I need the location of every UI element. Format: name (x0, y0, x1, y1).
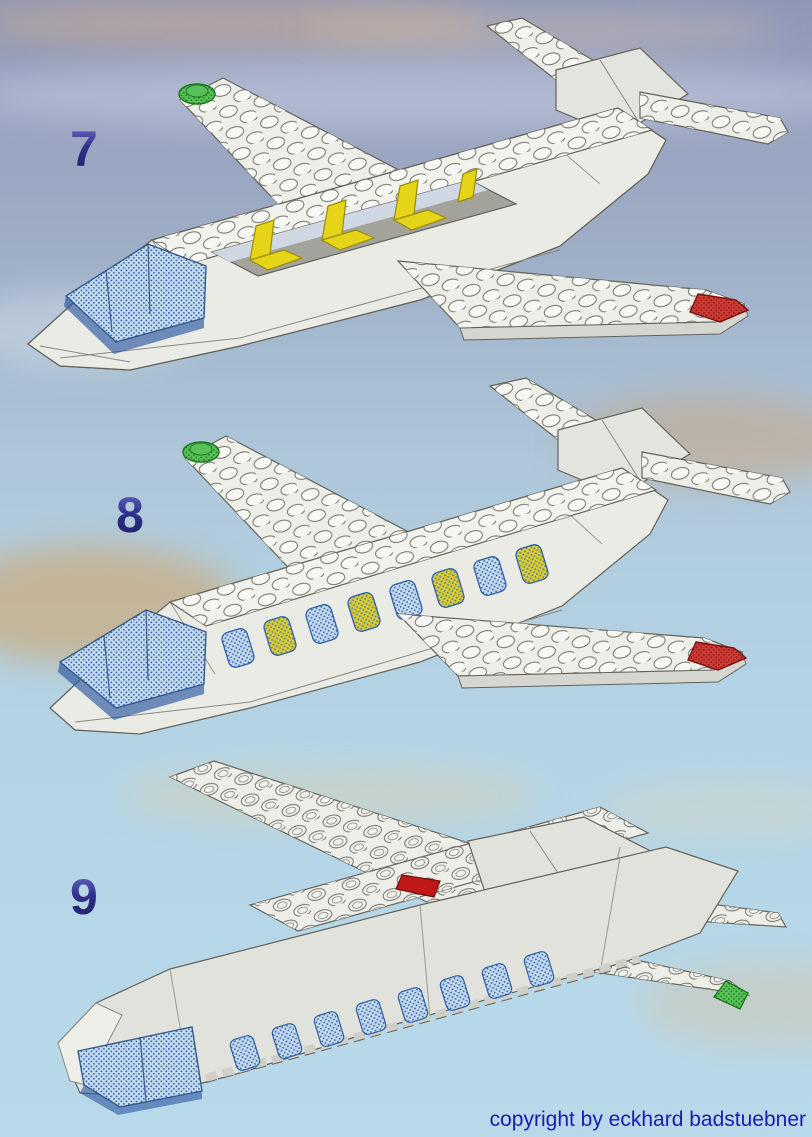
tail-facet-line (599, 59, 641, 125)
cockpit-dark-band (64, 296, 204, 354)
roof-rail (188, 954, 642, 1088)
cabin-window (347, 592, 381, 632)
cabin-window (523, 951, 555, 987)
passenger-seat (392, 179, 448, 231)
cabin-windows (221, 544, 549, 668)
cabin-windows (229, 951, 555, 1071)
cabin-far-wall (212, 180, 488, 262)
plane-illustration-step-8 (49, 377, 791, 735)
plane-illustration-step-7 (27, 17, 789, 371)
roof-rail-outline (189, 962, 641, 1088)
right-wing-studs (398, 261, 744, 328)
open-cabin (210, 168, 518, 277)
cabin-window (431, 568, 465, 608)
belly-line-2 (39, 345, 131, 363)
passenger-seat (248, 219, 304, 271)
cockpit-canopy (64, 243, 207, 354)
right-wing-edge (457, 651, 747, 689)
cabin-window (313, 1011, 345, 1047)
nav-light-green-top (189, 442, 213, 456)
cabin-window (221, 628, 255, 668)
nav-light-red (687, 641, 748, 671)
step-number-7: 7 (70, 121, 98, 177)
cabin-window (439, 975, 471, 1011)
right-wing-edge (459, 303, 749, 341)
cabin-window (271, 1023, 303, 1059)
cockpit-canopy (77, 1026, 203, 1115)
tail-boom-right-studs (642, 452, 790, 504)
right-wing-studs (398, 614, 742, 676)
windscreen-strut (103, 609, 149, 699)
nav-light-red (689, 293, 750, 323)
cabin-window (481, 963, 513, 999)
cabin-window (229, 1035, 261, 1071)
windscreen-strut (105, 243, 151, 333)
tail-assembly (485, 17, 789, 145)
cabin-window (305, 604, 339, 644)
cabin-window (263, 616, 297, 656)
roof-strip-studs (170, 468, 656, 626)
tail-facet-line (601, 419, 643, 485)
cockpit-dark-band (80, 1085, 202, 1115)
tail-boom-right-studs (640, 92, 788, 144)
copyright-text: copyright by eckhard badstuebner (489, 1108, 806, 1131)
cabin-window (397, 987, 429, 1023)
step-number-9: 9 (70, 869, 98, 925)
step-number-8: 8 (116, 487, 144, 543)
plane-illustration-step-9 (57, 760, 788, 1115)
nav-light-green-top (185, 84, 209, 98)
cockpit-canopy (58, 609, 207, 720)
cabin-window (355, 999, 387, 1035)
cabin-window (515, 544, 549, 584)
passenger-seat (457, 168, 478, 203)
nav-light-green (712, 980, 749, 1010)
passenger-seat (320, 199, 376, 251)
cabin-window (473, 556, 507, 596)
red-wedge-plate (395, 874, 441, 898)
tail-assembly (488, 377, 791, 505)
cockpit-dark-band (58, 662, 204, 720)
windscreen-strut (139, 1036, 147, 1102)
